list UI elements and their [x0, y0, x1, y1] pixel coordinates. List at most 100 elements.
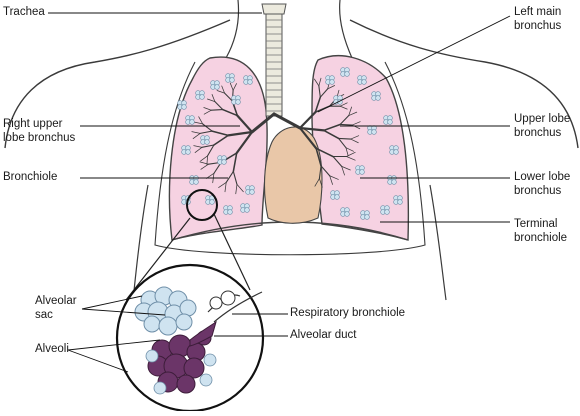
bronchus-branch: [207, 98, 216, 103]
alveolus-dot: [199, 94, 205, 100]
bronchus-branch: [200, 163, 209, 170]
bronchus-branch: [193, 145, 203, 148]
alveolus-dot: [185, 149, 191, 155]
alveolus-rim: [203, 353, 217, 367]
bronchus-branch: [211, 94, 216, 103]
alveolus-dot: [329, 79, 335, 85]
alveolar-sac-bubble: [143, 315, 161, 333]
alveolus-dot: [209, 199, 215, 205]
alveolus-cut-open: [183, 357, 205, 379]
bronchus-branch: [327, 85, 336, 90]
bronchus-branch: [235, 184, 238, 195]
alveolus-dot: [193, 179, 199, 185]
left-main-bronchus: [272, 112, 302, 130]
bronchus-branch: [211, 130, 230, 137]
bronchus-branch: [319, 88, 329, 98]
alveolus-dot: [249, 189, 255, 195]
bronchus-branch: [199, 161, 209, 165]
alveolus-dot: [361, 79, 367, 85]
bronchus-branch: [350, 135, 360, 140]
bronchus-branch: [194, 146, 203, 153]
bronchus-branch: [207, 144, 215, 157]
label-alveolar-sac: Alveolar sac: [35, 295, 77, 321]
bronchus-branch: [318, 85, 321, 98]
magnify-connector-right: [213, 213, 251, 291]
bronchus-branch: [318, 77, 322, 87]
bronchus-branch: [329, 175, 339, 180]
leader-lines: [48, 12, 511, 373]
bronchus-branch: [323, 129, 340, 140]
bronchus-branch: [224, 92, 233, 102]
bronchus-branch: [232, 83, 237, 91]
label-upper-lobe-bronchus: Upper lobe bronchus: [514, 113, 571, 139]
alveolus-dot: [359, 169, 365, 175]
torso-outline: [4, 19, 579, 149]
bronchus-branch: [315, 147, 322, 167]
label-trachea: Trachea: [3, 6, 45, 18]
label-left-main-bronchus: Left main bronchus: [514, 6, 562, 32]
bronchus-branch: [339, 115, 350, 126]
alveolus-dot: [344, 71, 350, 77]
right-arm-outline: [429, 184, 447, 301]
bronchus-branch: [298, 126, 325, 132]
alveolus-dot: [397, 199, 403, 205]
bronchus-branch: [320, 165, 331, 177]
bronchus-branch: [341, 165, 345, 176]
bronchiole-highlight-circle: [186, 189, 218, 221]
bronchus-branch: [235, 130, 254, 155]
label-bronchiole: Bronchiole: [3, 171, 58, 183]
bronchus-branch: [319, 178, 323, 188]
alveolus-dot: [344, 211, 350, 217]
bronchus-branch: [224, 182, 227, 193]
bronchus-branch: [345, 147, 349, 156]
bronchus-branch: [201, 144, 215, 148]
bronchus-branch: [210, 109, 224, 111]
bronchus-branch: [298, 126, 318, 150]
alveolus-dot: [387, 119, 393, 125]
bronchus-branch: [323, 123, 341, 132]
alveolus-dot: [393, 149, 399, 155]
bronchus-branch: [314, 96, 322, 113]
neck-right: [339, 0, 353, 59]
alveolus-dot: [204, 139, 210, 145]
right-main-bronchus: [250, 112, 276, 134]
bronchus-branch: [348, 111, 358, 116]
bronchus-branch: [351, 121, 361, 126]
alveolus-dot: [247, 79, 253, 85]
bronchus-branch: [236, 114, 254, 134]
magnified-alveoli: [134, 286, 263, 395]
small-alveolus: [209, 296, 223, 310]
bronchus-branch: [206, 155, 208, 166]
bronchus-branch: [338, 137, 347, 149]
bronchus-branch: [318, 165, 322, 180]
bronchus-branch: [218, 182, 227, 188]
bronchus-branch: [202, 123, 213, 132]
bronchus-branch: [192, 133, 201, 139]
bronchus-branch: [346, 156, 356, 161]
label-lower-lobe-bronchus: Lower lobe bronchus: [514, 171, 571, 197]
bronchus-branch: [338, 137, 352, 140]
bronchus-branch: [225, 170, 234, 183]
label-right-upper-lobe-bronchus: Right upper lobe bronchus: [3, 118, 76, 144]
alveolus-dot: [189, 119, 195, 125]
bronchus-branch: [213, 134, 230, 146]
alveolus-dot: [244, 207, 250, 213]
bronchus-branch: [350, 138, 359, 144]
lung-alveoli-clusters: [177, 67, 403, 220]
alveolus-dot: [227, 209, 233, 215]
alveolus-dot: [181, 104, 187, 110]
bronchus-branch: [191, 131, 201, 134]
heart: [264, 126, 323, 224]
bronchus-branch: [236, 184, 244, 193]
bronchus-branch: [221, 85, 225, 94]
alveolus-dot: [375, 95, 381, 101]
bronchus-branch: [221, 108, 239, 117]
bronchus-branch: [341, 165, 351, 171]
bronchus-branch: [194, 121, 204, 125]
bronchus-branch: [345, 147, 354, 152]
alveolus-dot: [221, 159, 227, 165]
alveolus-dot: [229, 77, 235, 83]
bronchus-branch: [203, 107, 212, 111]
alveolar-duct-shape: [189, 320, 217, 347]
